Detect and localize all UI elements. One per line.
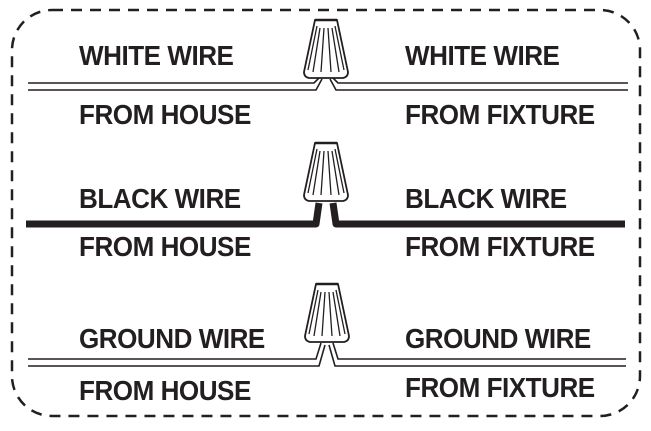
ground-wire-house-source: FROM HOUSE [79,375,251,406]
white-wire-house-label: WHITE WIRE [79,40,234,71]
white-wire-house-source: FROM HOUSE [79,99,251,130]
black-wire-fixture-source: FROM FIXTURE [405,231,595,262]
black-wire-row [26,141,625,228]
dashed-border [10,8,642,418]
white-wire-from-house [28,77,323,91]
ground-wire-house-label: GROUND WIRE [79,323,265,354]
black-wire-fixture-label: BLACK WIRE [405,183,567,214]
white-wire-fixture-source: FROM FIXTURE [405,99,595,130]
ground-wire-row [28,282,626,367]
black-wire-from-fixture [329,202,625,228]
wire-nut-icon [303,141,349,202]
ground-wire-from-house [28,342,326,367]
black-wire-house-label: BLACK WIRE [79,183,241,214]
ground-wire-fixture-source: FROM FIXTURE [405,372,595,403]
white-wire-from-fixture [329,77,628,91]
white-wire-fixture-label: WHITE WIRE [405,40,560,71]
white-wire-row [28,18,628,91]
ground-wire-from-fixture [328,342,626,367]
ground-wire-fixture-label: GROUND WIRE [405,323,591,354]
wire-nut-icon [304,282,350,343]
black-wire-house-source: FROM HOUSE [79,231,251,262]
wire-nut-icon [303,18,349,79]
black-wire-from-house [26,202,323,228]
